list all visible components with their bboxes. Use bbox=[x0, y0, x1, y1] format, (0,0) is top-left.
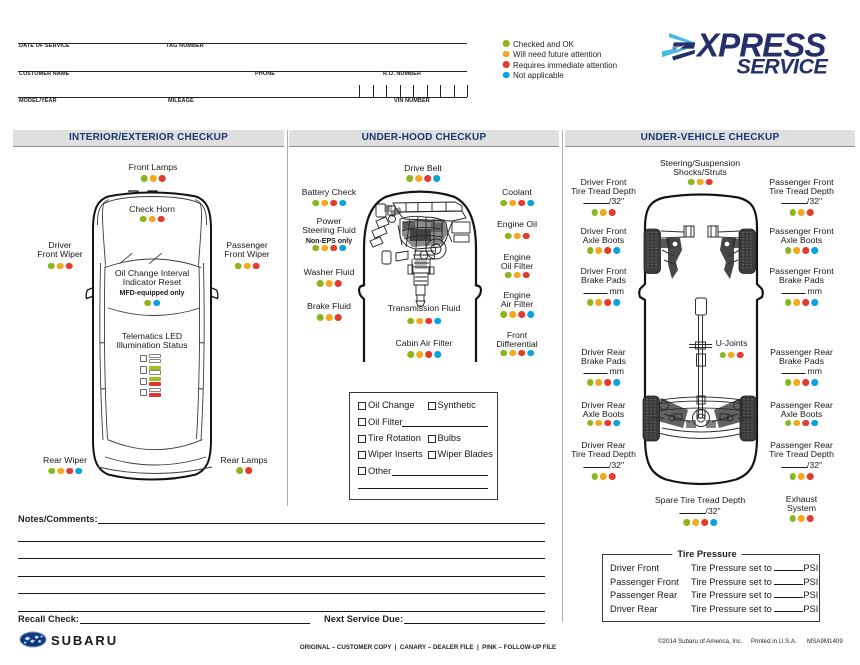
svg-text:SUBARU: SUBARU bbox=[51, 633, 118, 648]
svg-text:SERVICE: SERVICE bbox=[737, 54, 829, 78]
svg-text:XPRESS: XPRESS bbox=[695, 27, 826, 64]
